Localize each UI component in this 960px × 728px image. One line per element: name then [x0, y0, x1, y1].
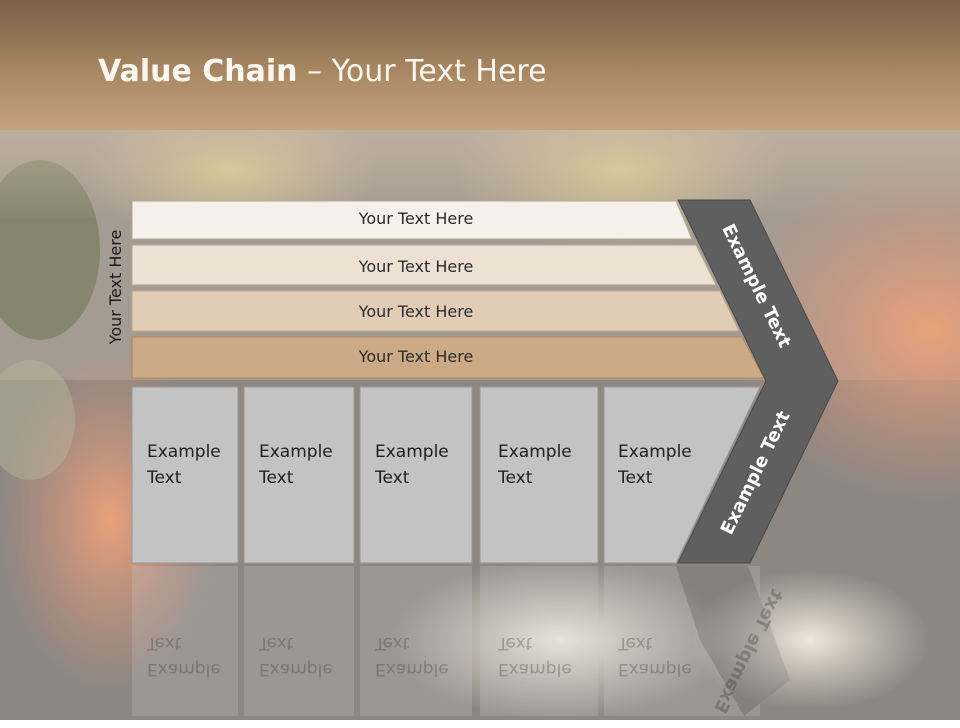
- box-label-reflection: Example Text: [375, 630, 449, 682]
- activity-box-5[interactable]: [603, 386, 761, 564]
- box-line: Example: [498, 442, 572, 462]
- activity-box-2[interactable]: [243, 386, 355, 564]
- box-label-reflection: Example Text: [498, 630, 572, 682]
- activity-box-1[interactable]: [131, 386, 239, 564]
- side-label: Your Text Here: [106, 229, 125, 345]
- row-label-2: Your Text Here: [358, 257, 474, 276]
- box-line-reflection: Example: [375, 659, 449, 679]
- margin-chevron[interactable]: [677, 199, 839, 564]
- box-label-reflection: Example Text: [259, 630, 333, 682]
- box-line-reflection: Text: [498, 633, 533, 653]
- activity-box-4[interactable]: [479, 386, 599, 564]
- box-line: Example: [147, 442, 221, 462]
- chevron-reflection: [676, 566, 790, 716]
- page-title: Value Chain – Your Text Here: [98, 54, 547, 89]
- box-line: Text: [147, 468, 182, 488]
- row-band-2[interactable]: [131, 244, 717, 286]
- row-band-3[interactable]: [131, 290, 740, 332]
- box-reflection: [604, 566, 760, 716]
- box-line: Example: [259, 442, 333, 462]
- box-line-reflection: Example: [618, 659, 692, 679]
- box-reflection: [132, 566, 238, 716]
- activity-box-3[interactable]: [359, 386, 473, 564]
- row-label-4: Your Text Here: [358, 347, 474, 366]
- box-reflection: [360, 566, 472, 716]
- box-reflection: [480, 566, 598, 716]
- box-line: Text: [498, 468, 533, 488]
- box-line-reflection: Example: [259, 659, 333, 679]
- box-line-reflection: Text: [147, 633, 182, 653]
- title-rest: Your Text Here: [331, 54, 547, 89]
- box-line-reflection: Text: [259, 633, 294, 653]
- box-line: Example: [618, 442, 692, 462]
- box-label-reflection: Example Text: [618, 630, 692, 682]
- box-line: Text: [618, 468, 653, 488]
- box-line: Text: [375, 468, 410, 488]
- reflection-group: [132, 566, 790, 716]
- box-label-reflection: Example Text: [147, 630, 221, 682]
- row-label-3: Your Text Here: [358, 302, 474, 321]
- box-line-reflection: Text: [375, 633, 410, 653]
- row-label-1: Your Text Here: [358, 209, 474, 228]
- box-line: Example: [375, 442, 449, 462]
- title-separator: –: [297, 54, 332, 89]
- box-reflection: [244, 566, 354, 716]
- row-band-1[interactable]: [131, 200, 693, 240]
- box-line-reflection: Example: [498, 659, 572, 679]
- box-line-reflection: Text: [618, 633, 653, 653]
- box-line-reflection: Example: [147, 659, 221, 679]
- box-line: Text: [259, 468, 294, 488]
- title-bold: Value Chain: [98, 54, 298, 89]
